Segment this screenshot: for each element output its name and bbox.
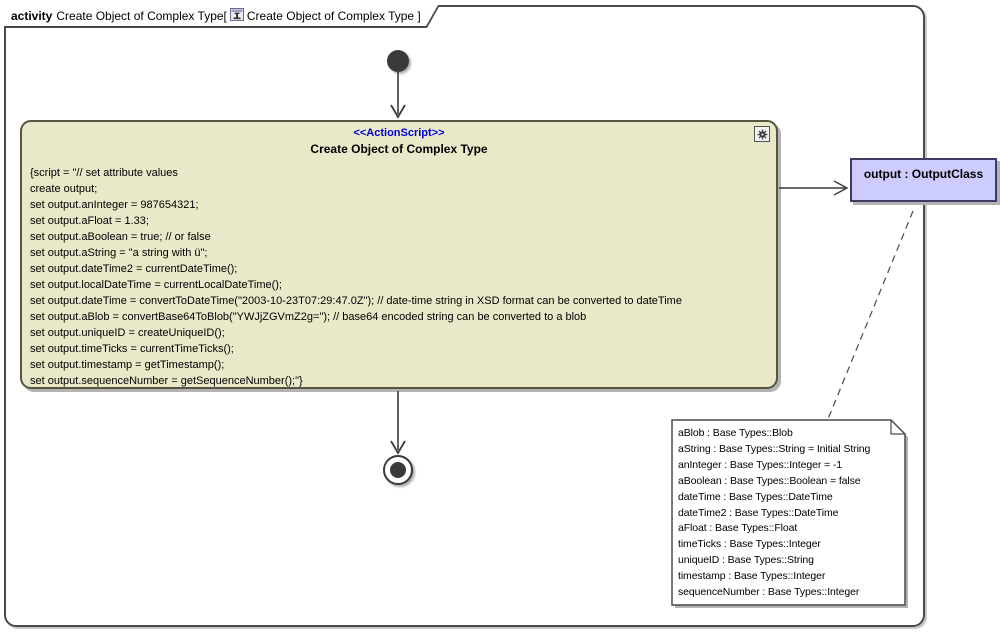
- frame-header-label: activity Create Object of Complex Type[ …: [4, 5, 438, 26]
- script-line: set output.aBlob = convertBase64ToBlob("…: [30, 311, 587, 323]
- output-object-label: output : OutputClass: [863, 167, 984, 181]
- frame-header[interactable]: activity Create Object of Complex Type[ …: [4, 5, 440, 28]
- note-line: dateTime : Base Types::DateTime: [678, 490, 833, 503]
- output-object-node[interactable]: output : OutputClass: [850, 158, 997, 202]
- frame-name: Create Object of Complex Type[: [56, 8, 227, 23]
- script-line: set output.timestamp = getTimestamp();: [30, 359, 225, 371]
- script-line: set output.sequenceNumber = getSequenceN…: [30, 375, 303, 387]
- script-line: {script = "// set attribute values: [30, 167, 178, 179]
- activity-frame: [4, 5, 925, 627]
- action-script-body: {script = "// set attribute values create…: [22, 165, 776, 389]
- gear-icon: [757, 129, 767, 139]
- final-node-dot: [390, 462, 406, 478]
- note-line: aString : Base Types::String = Initial S…: [678, 442, 871, 455]
- script-line: set output.aString = "a string with ü";: [30, 247, 208, 259]
- script-line: set output.localDateTime = currentLocalD…: [30, 279, 282, 291]
- behavior-icon-frame: [754, 126, 770, 142]
- note-line: uniqueID : Base Types::String: [678, 554, 814, 567]
- note-line: sequenceNumber : Base Types::Integer: [678, 586, 860, 599]
- action-name: Create Object of Complex Type: [310, 142, 488, 156]
- note-line: anInteger : Base Types::Integer = -1: [678, 458, 843, 471]
- script-line: set output.dateTime = convertToDateTime(…: [30, 295, 682, 307]
- note-line: aBoolean : Base Types::Boolean = false: [678, 474, 861, 487]
- script-line: set output.timeTicks = currentTimeTicks(…: [30, 343, 234, 355]
- script-line: set output.uniqueID = createUniqueID();: [30, 327, 225, 339]
- script-line: set output.dateTime2 = currentDateTime()…: [30, 263, 238, 275]
- action-node[interactable]: <<ActionScript>> Create Object of Comple…: [20, 120, 778, 389]
- script-line: create output;: [30, 183, 98, 195]
- script-line: set output.aBoolean = true; // or false: [30, 231, 211, 243]
- activity-diagram-icon: [230, 8, 244, 24]
- note-line: aFloat : Base Types::Float: [678, 522, 798, 535]
- initial-node[interactable]: [387, 50, 409, 72]
- script-line: set output.anInteger = 987654321;: [30, 199, 199, 211]
- action-stereotype: <<ActionScript>>: [353, 127, 445, 139]
- note-line: timeTicks : Base Types::Integer: [678, 538, 821, 551]
- frame-keyword: activity: [11, 8, 53, 23]
- frame-diagram-ref: Create Object of Complex Type ]: [246, 8, 421, 23]
- script-line: set output.aFloat = 1.33;: [30, 215, 149, 227]
- activity-final-node[interactable]: [383, 455, 413, 485]
- note-line: dateTime2 : Base Types::DateTime: [678, 506, 839, 519]
- note-line: aBlob : Base Types::Blob: [678, 427, 793, 439]
- note-line: timestamp : Base Types::Integer: [678, 570, 826, 583]
